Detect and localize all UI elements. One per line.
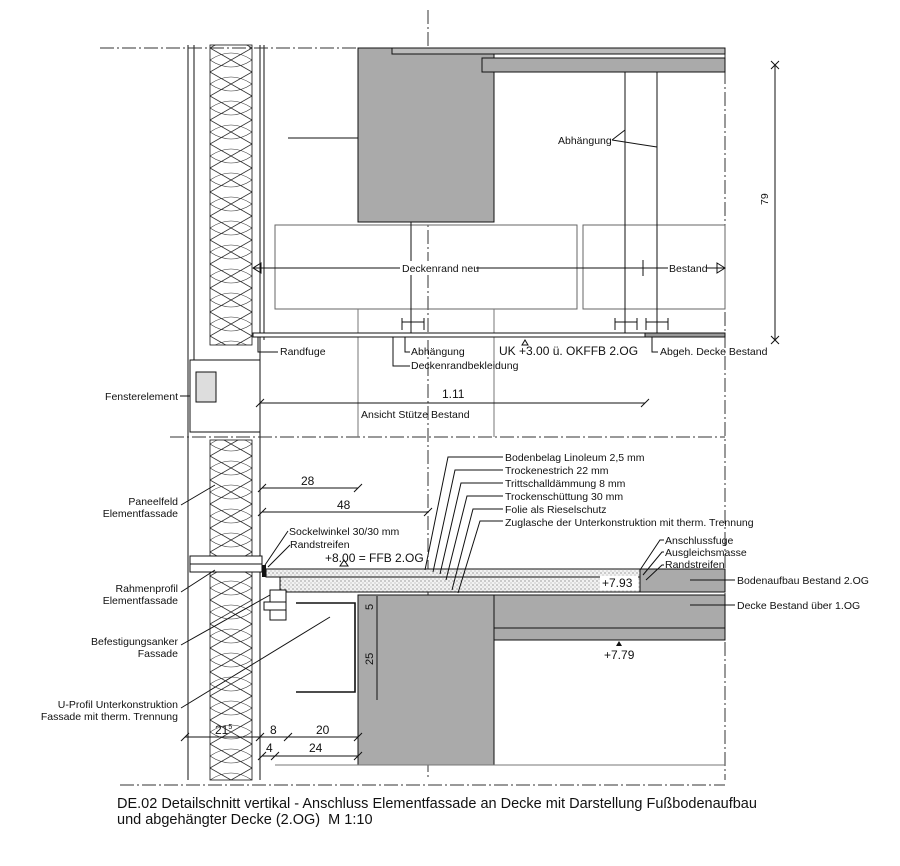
label-abgeh-decke-bestand: Abgeh. Decke Bestand [660,346,768,358]
label-befestigungsanker-sub: Fassade [138,648,178,660]
level-7-79: +7.79 [604,648,635,662]
label-rahmenprofil: Rahmenprofil [116,583,178,595]
column-lower [357,594,495,766]
label-ausgleichsmasse: Ausgleichsmasse [665,547,747,559]
label-randstreifen: Randstreifen [290,539,350,551]
label-deckenrand-neu: Deckenrand neu [402,263,479,275]
facade-wall [187,44,266,781]
level-7-93: +7.93 [602,576,633,590]
dim-25: 25 [364,653,376,665]
label-abhaengung: Abhängung [411,346,465,358]
caption-line-2: und abgehängter Decke (2.OG) M 1:10 [117,812,373,828]
label-bestand: Bestand [669,263,708,275]
insulation-lower [209,439,253,781]
label-u-profil: U-Profil Unterkonstruktion [58,699,178,711]
floor-layer-3: Trittschalldämmung 8 mm [505,478,626,490]
column-existing [357,47,495,223]
floor-layer-1: Bodenbelag Linoleum 2,5 mm [505,452,645,464]
dim-28: 28 [301,474,315,488]
floor-layer-6: Zuglasche der Unterkonstruktion mit ther… [505,517,754,529]
insulation-upper [209,44,253,346]
lower-slab [263,559,726,766]
dim-4: 4 [266,741,273,755]
dim-48: 48 [337,498,351,512]
label-fensterelement: Fensterelement [105,391,178,403]
label-deckenrandbekleidung: Deckenrandbekleidung [411,360,519,372]
label-rahmenprofil-sub: Elementfassade [103,595,178,607]
upper-slab [252,47,726,437]
dim-21: 215 [215,723,232,737]
dim-1-11: 1.11 [442,387,465,401]
label-randstreifen-right: Randstreifen [665,559,725,571]
dim-24: 24 [309,741,323,755]
label-ansicht-stuetze: Ansicht Stütze Bestand [361,409,470,421]
floor-layer-5: Folie als Rieselschutz [505,504,607,516]
floor-layer-leaders [424,456,503,594]
label-abhaengung-top: Abhängung [558,135,612,147]
drawing-caption: DE.02 Detailschnitt vertikal - Anschluss… [117,796,757,828]
dim-79: 79 [759,193,771,205]
label-anschlussfuge: Anschlussfuge [665,535,733,547]
label-uk-level: UK +3.00 ü. OKFFB 2.OG [499,344,638,358]
label-ffb-level: +8.00 = FFB 2.OG [325,551,424,565]
dim-8: 8 [270,723,277,737]
dim-5: 5 [364,604,376,610]
label-randfuge: Randfuge [280,346,326,358]
label-u-profil-sub: Fassade mit therm. Trennung [41,711,178,723]
floor-layer-2: Trockenestrich 22 mm [505,465,609,477]
label-bodenaufbau-bestand: Bodenaufbau Bestand 2.OG [737,575,869,587]
label-decke-bestand: Decke Bestand über 1.OG [737,600,860,612]
caption-line-1: DE.02 Detailschnitt vertikal - Anschluss… [117,796,757,812]
label-paneelfeld: Paneelfeld [128,496,178,508]
dim-20: 20 [316,723,330,737]
label-sockelwinkel: Sockelwinkel 30/30 mm [289,526,400,538]
label-befestigungsanker: Befestigungsanker [91,636,178,648]
label-paneelfeld-sub: Elementfassade [103,508,178,520]
floor-layer-4: Trockenschüttung 30 mm [505,491,623,503]
